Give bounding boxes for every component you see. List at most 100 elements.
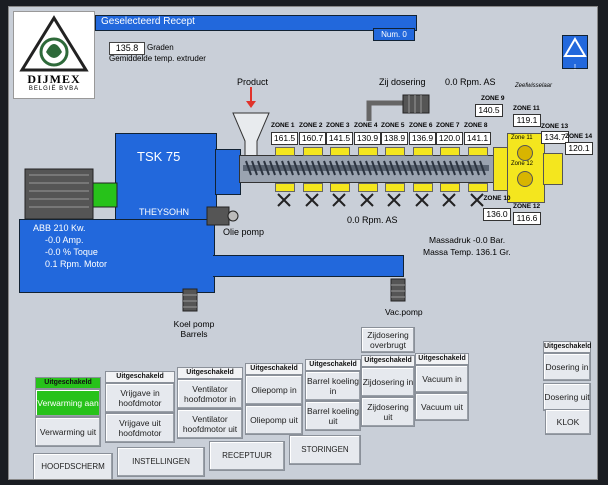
support-legs-icon xyxy=(415,193,429,207)
heater-bottom xyxy=(303,183,323,192)
zone-label: ZONE 7 xyxy=(436,122,460,129)
zone-value: 138.9 xyxy=(381,132,408,145)
zone-label: ZONE 4 xyxy=(354,122,378,129)
zijdosering-in-button[interactable]: Zijdosering in xyxy=(361,367,415,397)
recipe-title: Geselecteerd Recept xyxy=(101,16,195,27)
hmi-screen: DIJMEX BELGIË BVBA Geselecteerd Recept N… xyxy=(8,6,598,480)
zone-label: ZONE 3 xyxy=(326,122,350,129)
nav-hoofdscherm[interactable]: HOOFDSCHERM xyxy=(33,453,113,479)
oil-pump-icon xyxy=(206,206,239,226)
vrijgave-status: Uitgeschakeld xyxy=(105,371,175,383)
machine-base-left xyxy=(19,219,215,293)
zone-value: 141.1 xyxy=(464,132,491,145)
nav-receptuur[interactable]: RECEPTUUR xyxy=(209,441,285,471)
recipe-title-bar xyxy=(95,15,417,31)
heater-top xyxy=(413,147,433,156)
extruder-brand: THEYSOHN xyxy=(139,207,190,217)
nav-instellingen[interactable]: INSTELLINGEN xyxy=(117,447,205,477)
screw-rpm: 0.0 Rpm. AS xyxy=(347,215,398,225)
vacuum-pump-icon xyxy=(390,278,406,302)
zone-value: 130.9 xyxy=(354,132,381,145)
zone14-label: ZONE 14 xyxy=(565,133,593,140)
heater-top xyxy=(330,147,350,156)
zijdosering-uit-button[interactable]: Zijdosering uit xyxy=(361,397,415,427)
zone9-value: 140.5 xyxy=(475,104,503,117)
zone13-value: 134.7 xyxy=(541,131,569,144)
avg-temp-label: Gemiddelde temp. extruder xyxy=(109,54,206,63)
dosering-status: Uitgeschakeld xyxy=(543,341,591,353)
logo-emblem-icon xyxy=(19,15,89,72)
heater-top xyxy=(275,147,295,156)
motor-torque: -0.0 % Toque xyxy=(45,247,98,257)
barrel-status: Uitgeschakeld xyxy=(305,359,361,371)
ventilator-in-button[interactable]: Ventilator hoofdmotor in xyxy=(177,379,243,409)
verwarming-uit-button[interactable]: Verwarming uit xyxy=(35,417,101,447)
support-legs-icon xyxy=(305,193,319,207)
product-arrow-icon xyxy=(246,87,256,108)
dosering-uit-button[interactable]: Dosering uit xyxy=(543,383,591,411)
heater-top xyxy=(440,147,460,156)
oliepomp-in-button[interactable]: Oliepomp in xyxy=(245,375,303,405)
oliepomp-status: Uitgeschakeld xyxy=(245,363,303,375)
oil-pump-label: Olie pomp xyxy=(223,227,265,237)
massa-temp: Massa Temp. 136.1 Gr. xyxy=(423,247,511,257)
dosering-in-button[interactable]: Dosering in xyxy=(543,353,591,381)
nav-storingen[interactable]: STORINGEN xyxy=(289,435,361,465)
heater-bottom xyxy=(468,183,488,192)
zone12-label: ZONE 12 xyxy=(513,203,541,210)
zone-value: 141.5 xyxy=(326,132,353,145)
die-tail xyxy=(543,153,563,185)
zone10-value: 136.0 xyxy=(483,208,511,221)
barrel-koeling-uit-button[interactable]: Barrel koeling uit xyxy=(305,401,361,431)
machine-base-right xyxy=(213,255,404,277)
zone14-value: 120.1 xyxy=(565,142,593,155)
motor-icon xyxy=(24,168,118,220)
zone11-label: ZONE 11 xyxy=(513,105,540,112)
zone-label: ZONE 1 xyxy=(271,122,295,129)
support-legs-icon xyxy=(442,193,456,207)
screen-changer xyxy=(507,133,545,203)
motor-amp: -0.0 Amp. xyxy=(45,235,84,245)
extruder-gearbox xyxy=(115,133,217,221)
heater-bottom xyxy=(275,183,295,192)
vrijgave-uit-button[interactable]: Vrijgave uit hoofdmotor xyxy=(105,413,175,443)
vacuum-uit-button[interactable]: Vacuum uit xyxy=(415,393,469,421)
extruder-neck xyxy=(215,149,241,195)
extruder-screw-icon xyxy=(243,160,489,176)
zeefwisselaar-label: Zeefwisselaar xyxy=(515,83,553,89)
zij-dosering-label: Zij dosering xyxy=(379,77,426,87)
warning-button[interactable]: ! xyxy=(562,35,588,72)
zone10-label: ZONE 10 xyxy=(483,195,511,202)
ventilator-uit-button[interactable]: Ventilator hoofdmotor uit xyxy=(177,409,243,439)
zone-label: ZONE 2 xyxy=(299,122,323,129)
zone-in-12: Zone 12 xyxy=(511,161,534,167)
zone-value: 160.7 xyxy=(299,132,326,145)
heater-top xyxy=(303,147,323,156)
recipe-number-field[interactable]: Num. 0 xyxy=(373,28,415,41)
support-legs-icon xyxy=(360,193,374,207)
zone-label: ZONE 8 xyxy=(464,122,488,129)
zone-value: 120.0 xyxy=(436,132,463,145)
barrel-koeling-in-button[interactable]: Barrel koeling in xyxy=(305,371,361,401)
cooling-pump-label: Koel pomp Barrels xyxy=(173,319,215,339)
logo: DIJMEX BELGIË BVBA xyxy=(13,11,95,99)
zijdosering-overbrugt-button[interactable]: Zijdosering overbrugt xyxy=(361,327,415,353)
logo-name: DIJMEX xyxy=(27,72,81,86)
vacuum-pump-label: Vac.pomp xyxy=(385,307,423,317)
motor-power: ABB 210 Kw. xyxy=(33,223,86,233)
zone13-label: ZONE 13 xyxy=(541,123,569,130)
heater-bottom xyxy=(358,183,378,192)
heater-top xyxy=(468,147,488,156)
verwarming-aan-button[interactable]: Verwarming aan xyxy=(35,389,101,417)
zone-label: ZONE 5 xyxy=(381,122,405,129)
support-legs-icon xyxy=(277,193,291,207)
oliepomp-uit-button[interactable]: Oliepomp uit xyxy=(245,405,303,435)
avg-temp-unit: Graden xyxy=(147,43,174,52)
verwarming-status: Uitgeschakeld xyxy=(35,377,101,389)
avg-temp-value: 135.8 xyxy=(109,42,145,55)
klok-button[interactable]: KLOK xyxy=(545,409,591,435)
zone9-label: ZONE 9 xyxy=(481,95,505,102)
vrijgave-in-button[interactable]: Vrijgave in hoofdmotor xyxy=(105,383,175,413)
zone-in-11: Zone 11 xyxy=(511,135,533,141)
vacuum-in-button[interactable]: Vacuum in xyxy=(415,365,469,393)
